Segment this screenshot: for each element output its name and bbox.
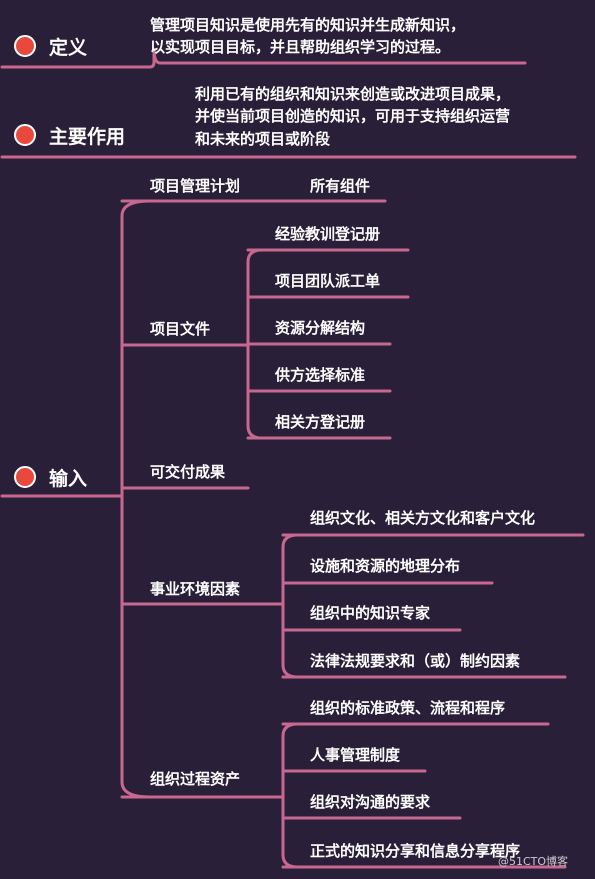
node-plan: 项目管理计划: [150, 177, 241, 195]
definition-bullet-icon: [14, 35, 36, 57]
trunk: [120, 199, 152, 799]
node-opa: 组织过程资产: [150, 770, 241, 788]
node-project-docs: 项目文件: [150, 320, 211, 338]
node-docs-child: 资源分解结构: [275, 319, 366, 337]
definition-line-1: 管理项目知识是使用先有的知识并生成新知识，: [150, 16, 466, 34]
node-docs-child: 项目团队派工单: [275, 272, 381, 290]
input-title: 输入: [49, 468, 88, 490]
eef-bracket: [281, 533, 300, 679]
opa-bracket: [281, 722, 300, 869]
node-docs-child: 相关方登记册: [275, 413, 366, 431]
node-eef-child: 设施和资源的地理分布: [310, 557, 461, 575]
input-bullet-icon: [14, 466, 36, 488]
node-eef-child: 组织中的知识专家: [310, 604, 431, 622]
node-eef-child: 法律法规要求和（或）制约因素: [310, 652, 521, 670]
node-docs-child: 经验教训登记册: [275, 225, 381, 243]
purpose-line-1: 利用已有的组织和知识来创造或改进项目成果，: [195, 85, 511, 103]
definition-underline: [0, 47, 527, 69]
definition-line-2: 以实现项目目标，并且帮助组织学习的过程。: [150, 38, 451, 56]
purpose-title: 主要作用: [49, 126, 126, 148]
node-opa-child: 正式的知识分享和信息分享程序: [310, 842, 521, 860]
node-eef: 事业环境因素: [150, 580, 241, 598]
node-opa-child: 人事管理制度: [310, 746, 401, 764]
watermark: @51CTO博客: [498, 855, 569, 868]
purpose-line-3: 和未来的项目或阶段: [195, 130, 331, 148]
purpose-bullet-icon: [14, 124, 36, 146]
node-deliverables: 可交付成果: [150, 463, 226, 481]
definition-title: 定义: [49, 37, 88, 59]
node-plan-all-components: 所有组件: [310, 177, 371, 195]
node-docs-child: 供方选择标准: [275, 366, 366, 384]
node-opa-child: 组织对沟通的要求: [310, 793, 431, 811]
purpose-line-2: 并使当前项目创造的知识，可用于支持组织运营: [195, 107, 511, 125]
node-eef-child: 组织文化、相关方文化和客户文化: [310, 509, 536, 527]
node-opa-child: 组织的标准政策、流程和程序: [310, 699, 506, 717]
